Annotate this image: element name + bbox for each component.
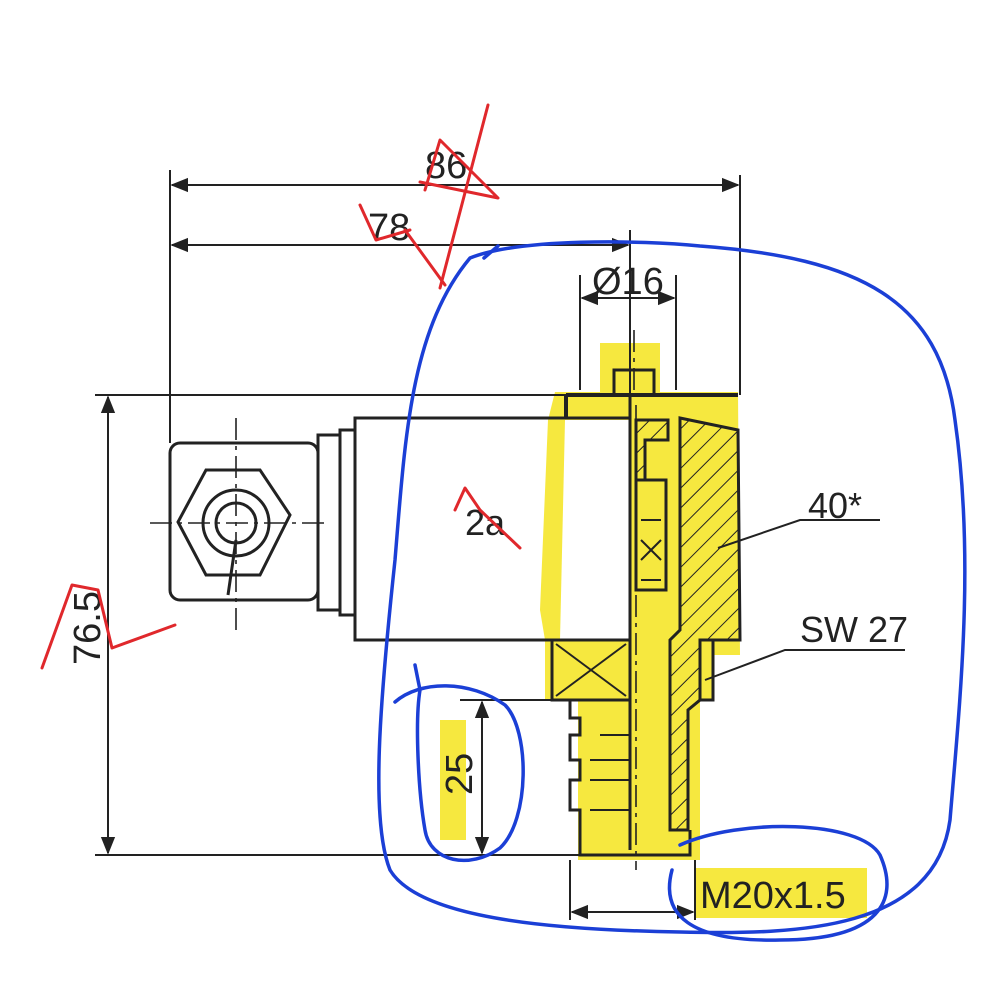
center-lines xyxy=(150,405,637,870)
dim-overall-height: 76.5 xyxy=(67,591,109,665)
dim-thread-length: 25 xyxy=(439,753,481,795)
port-label: 2a xyxy=(465,502,506,543)
dimension-lines xyxy=(95,170,905,920)
dim-overall-width-b: 78 xyxy=(368,207,410,249)
dimension-labels: 86 78 Ø16 76.5 25 40* SW 27 M20x1.5 2a xyxy=(67,145,908,917)
callout-wrench-size: SW 27 xyxy=(800,609,908,650)
valve-body xyxy=(168,330,742,857)
dim-bore-diameter: Ø16 xyxy=(592,261,664,303)
callout-40: 40* xyxy=(808,485,862,526)
blue-markups xyxy=(377,240,967,942)
red-markups xyxy=(40,103,522,670)
callout-thread-spec: M20x1.5 xyxy=(700,875,846,917)
